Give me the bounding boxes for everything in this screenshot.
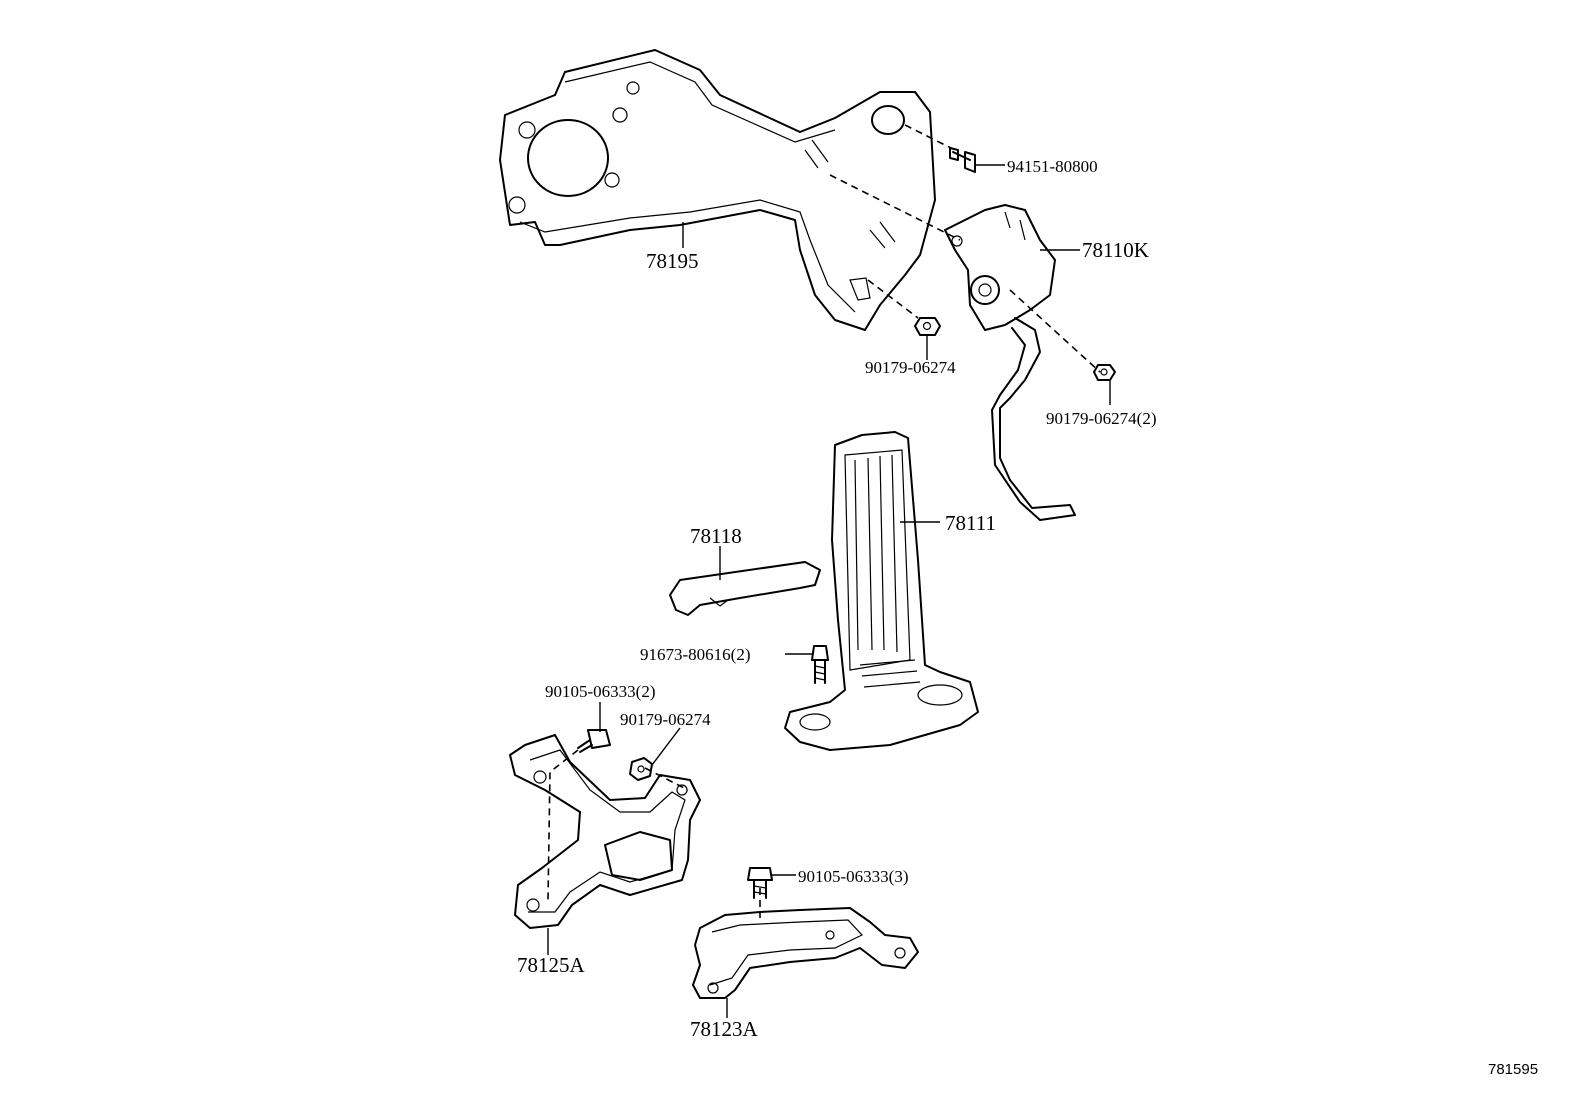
label-78118: 78118 <box>690 524 742 548</box>
leader-lines <box>547 164 1111 1018</box>
pedal-pad-78111[interactable] <box>784 431 979 751</box>
callout-labels: 94151-80800 78110K 78195 90179-06274 901… <box>517 157 1538 1078</box>
bracket-78195[interactable] <box>499 49 936 331</box>
assembly-lines <box>547 124 1101 918</box>
label-91673-80616: 91673-80616(2) <box>640 645 750 664</box>
label-78110k: 78110K <box>1082 238 1149 262</box>
bolt-90105-06333-left[interactable] <box>577 729 611 753</box>
label-90179-06274-lower: 90179-06274 <box>620 710 711 729</box>
label-78123a: 78123A <box>690 1017 759 1041</box>
label-90179-06274-2: 90179-06274(2) <box>1046 409 1156 428</box>
bracket-78123a[interactable] <box>692 907 919 999</box>
bolt-90105-06333-bottom[interactable] <box>747 867 773 899</box>
nut-90179-06274-lower[interactable] <box>629 757 653 781</box>
bracket-78125a[interactable] <box>509 734 701 929</box>
label-90105-06333-2: 90105-06333(2) <box>545 682 655 701</box>
pedal-arm-78110k[interactable] <box>944 204 1076 521</box>
cover-78118[interactable] <box>669 561 821 616</box>
label-78195: 78195 <box>646 249 699 273</box>
label-90105-06333-3: 90105-06333(3) <box>798 867 908 886</box>
figure-number: 781595 <box>1488 1061 1538 1078</box>
label-78125a: 78125A <box>517 953 586 977</box>
label-78111: 78111 <box>945 511 996 535</box>
label-90179-06274-upper: 90179-06274 <box>865 358 956 377</box>
nut-90179-06274-right[interactable] <box>1093 364 1116 381</box>
bolt-91673-80616[interactable] <box>811 645 829 684</box>
nut-90179-06274-upper[interactable] <box>914 317 941 336</box>
bolt-94151-80800[interactable] <box>949 147 976 173</box>
label-94151-80800: 94151-80800 <box>1007 157 1098 176</box>
